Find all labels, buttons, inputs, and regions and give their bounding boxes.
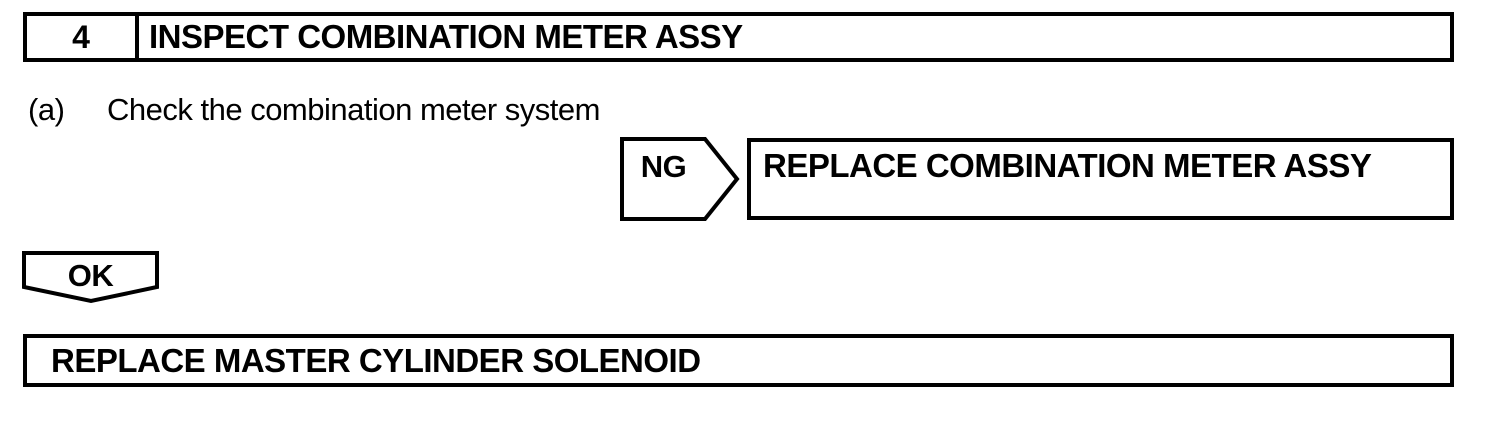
- step-header: 4 INSPECT COMBINATION METER ASSY: [23, 12, 1454, 62]
- instruction-marker: (a): [28, 92, 65, 127]
- ok-connector-label: OK: [67, 258, 114, 293]
- instruction-text: Check the combination meter system: [107, 92, 601, 127]
- ok-connector-shape: [22, 251, 159, 304]
- ok-action-text: REPLACE MASTER CYLINDER SOLENOID: [51, 341, 701, 379]
- ng-connector-shape: [620, 137, 740, 221]
- step-number: 4: [27, 16, 139, 58]
- step-title: INSPECT COMBINATION METER ASSY: [149, 18, 743, 55]
- ng-action-box: REPLACE COMBINATION METER ASSY: [747, 138, 1454, 220]
- ng-connector-label: NG: [640, 149, 687, 184]
- instruction-line: (a) Check the combination meter system: [28, 92, 601, 128]
- ng-action-text: REPLACE COMBINATION METER ASSY: [763, 147, 1372, 184]
- ok-action-box: REPLACE MASTER CYLINDER SOLENOID: [23, 334, 1454, 387]
